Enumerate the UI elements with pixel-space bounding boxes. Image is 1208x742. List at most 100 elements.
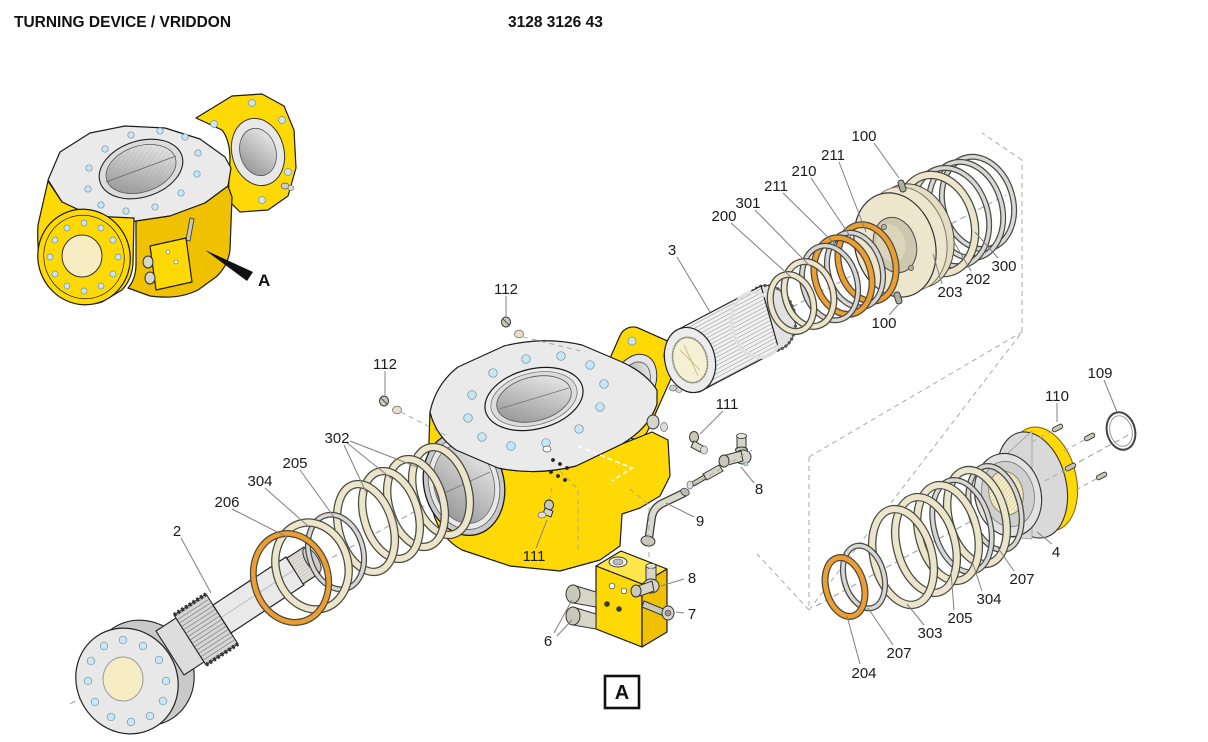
- callout-leader-211: [782, 192, 839, 248]
- callout-leader-8: [660, 578, 685, 587]
- nipple-111-top: [689, 431, 708, 455]
- pin-100-bottom: [893, 291, 903, 305]
- valve-block: [595, 550, 668, 648]
- assembled-view: A: [37, 93, 297, 306]
- shaft-assembly: [75, 442, 475, 735]
- housing-top-plate: [429, 340, 658, 473]
- shaft: [75, 546, 322, 735]
- callout-leader-7: [675, 611, 685, 614]
- assembled-body-right: [127, 185, 233, 298]
- part-label-111: 111: [716, 396, 739, 413]
- part-label-100: 100: [871, 315, 896, 332]
- callout-leader-301: [754, 209, 811, 267]
- callout-leader-207: [867, 607, 894, 646]
- part-label-200: 200: [711, 208, 736, 225]
- pins-110: [1027, 423, 1108, 493]
- pin-100-top: [897, 179, 907, 193]
- part-label-203: 203: [937, 284, 962, 301]
- callout-leader-6: [556, 619, 573, 637]
- callout-leader-111: [699, 410, 724, 435]
- part-label-2: 2: [173, 523, 181, 540]
- part-label-8: 8: [688, 570, 696, 587]
- plug-6-upper: [565, 584, 597, 608]
- callout-leader-302: [349, 440, 418, 468]
- assembled-rear-flange: [195, 93, 297, 213]
- pipe-9: [640, 487, 690, 547]
- callout-leader-100: [873, 142, 900, 179]
- part-label-304: 304: [976, 591, 1001, 608]
- part-label-8: 8: [755, 481, 763, 498]
- ring-109: [1105, 411, 1137, 451]
- part-label-211: 211: [821, 147, 845, 164]
- ring-204-orange: [821, 554, 869, 620]
- callout-leader-303: [906, 603, 925, 626]
- part-label-301: 301: [735, 195, 760, 212]
- callout-leader-100: [888, 304, 899, 316]
- shaft-flange-center: [102, 656, 144, 702]
- part-label-100: 100: [851, 128, 876, 145]
- part-label-6: 6: [544, 633, 552, 650]
- part-label-206: 206: [214, 494, 239, 511]
- detail-projection-stub-top: [981, 132, 1023, 161]
- callout-leader-211: [838, 161, 867, 233]
- part-label-300: 300: [991, 258, 1016, 275]
- callout-leader-4: [1036, 531, 1053, 545]
- housing-fittings: [379, 316, 753, 547]
- detail-frame-label: A: [615, 682, 629, 704]
- screw-112-top: [501, 316, 586, 353]
- callout-leader-111: [535, 519, 548, 549]
- plug-6-lower: [565, 606, 597, 630]
- part-label-304: 304: [247, 473, 272, 490]
- callout-leader-6: [553, 599, 573, 634]
- ring-206-orange: [249, 530, 333, 626]
- callout-leader-8: [740, 466, 755, 484]
- elbow-8-top: [718, 433, 752, 468]
- view-direction-arrow: [205, 250, 253, 281]
- part-label-112: 112: [373, 356, 397, 373]
- drawing-number: 3128 3126 43: [508, 14, 603, 31]
- end-cap-4: [973, 426, 1078, 540]
- ring-301: [780, 258, 838, 330]
- detail-projection-stub-bottom: [756, 553, 810, 611]
- callout-layer: 1002112102113012003300202203100112112111…: [173, 128, 1118, 682]
- part-label-302: 302: [324, 430, 349, 447]
- callout-leader-109: [1103, 379, 1118, 413]
- part-label-4: 4: [1052, 544, 1060, 561]
- bolt-7: [641, 600, 675, 621]
- page-title: TURNING DEVICE / VRIDDON: [14, 14, 231, 31]
- part-label-109: 109: [1087, 365, 1112, 382]
- part-label-210: 210: [791, 163, 816, 180]
- callout-leader-205: [950, 571, 955, 611]
- part-label-111: 111: [523, 548, 546, 565]
- part-label-205: 205: [282, 455, 307, 472]
- callout-leader-302: [346, 442, 393, 480]
- part-label-9: 9: [696, 513, 704, 530]
- callout-leader-205: [299, 469, 335, 518]
- part-label-110: 110: [1045, 388, 1069, 405]
- assembled-top-face: [47, 125, 232, 223]
- callout-leader-200: [730, 222, 792, 278]
- callout-leader-204: [846, 615, 861, 665]
- part-label-7: 7: [688, 606, 696, 623]
- assembled-flange-bore: [61, 234, 103, 278]
- part-label-202: 202: [965, 271, 990, 288]
- callout-leader-3: [676, 256, 711, 313]
- spline-coupling: [663, 283, 798, 394]
- fitting-straight-9: [686, 449, 753, 490]
- piston-assembly: [766, 153, 1018, 335]
- nipple-111-bottom: [537, 487, 554, 519]
- callout-leader-207: [997, 547, 1015, 572]
- callout-leader-2: [180, 537, 212, 594]
- assembled-front-flange: [37, 180, 135, 306]
- part-label-303: 303: [917, 625, 942, 642]
- part-label-3: 3: [668, 242, 676, 259]
- callout-leader-210: [810, 177, 853, 240]
- spring-303: [868, 480, 983, 610]
- ring-200: [766, 271, 818, 335]
- callout-leader-304: [972, 563, 983, 592]
- assembled-valve-blockette: [149, 237, 193, 291]
- detail-a-assembly: [821, 411, 1137, 620]
- assembled-pipe: [185, 217, 195, 242]
